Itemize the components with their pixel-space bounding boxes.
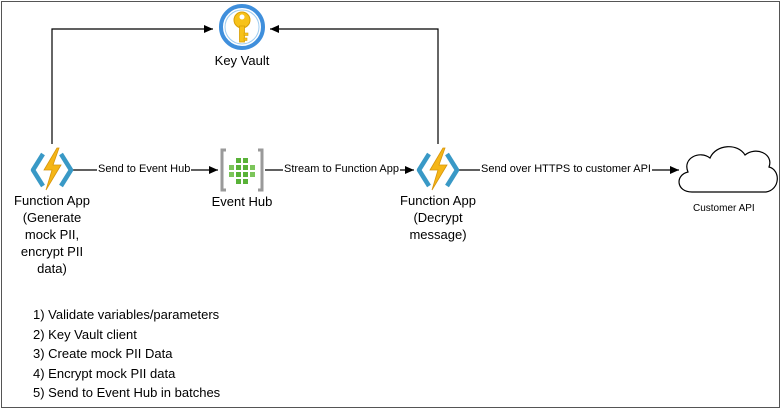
key-vault-label: Key Vault — [214, 53, 270, 68]
label-line: data) — [37, 261, 67, 276]
label-line: (Generate — [22, 210, 82, 225]
label-line: message) — [409, 227, 467, 242]
label-line: Function App — [14, 193, 90, 208]
function-app-2-label: Function App (Decrypt message) — [388, 192, 488, 243]
steps-list: 1) Validate variables/parameters 2) Key … — [33, 305, 220, 403]
cloud-icon — [678, 146, 778, 193]
edge-label-stream-to-function-app: Stream to Function App — [283, 163, 400, 176]
label-line: encrypt PII — [20, 244, 84, 259]
key-vault-icon — [219, 4, 265, 50]
list-item: 5) Send to Event Hub in batches — [33, 385, 221, 400]
label-line: Function App — [400, 193, 476, 208]
connector-fa2-to-keyvault — [270, 25, 439, 144]
label-line: mock PII, — [24, 227, 80, 242]
customer-api-label: Customer API — [693, 203, 755, 214]
function-app-icon — [416, 147, 460, 191]
event-hub-label: Event Hub — [211, 194, 273, 209]
function-app-icon — [30, 147, 74, 191]
label-line: (Decrypt — [413, 210, 463, 225]
edge-label-send-over-https: Send over HTTPS to customer API — [480, 163, 652, 176]
event-hub-icon — [220, 148, 264, 192]
list-item: 1) Validate variables/parameters — [33, 307, 220, 322]
list-item: 3) Create mock PII Data — [33, 346, 173, 361]
list-item: 4) Encrypt mock PII data — [33, 365, 176, 381]
connector-fa1-to-keyvault — [51, 25, 213, 144]
list-item: 2) Key Vault client — [33, 326, 137, 342]
function-app-1-label: Function App (Generate mock PII, encrypt… — [2, 192, 102, 277]
edge-label-send-to-event-hub: Send to Event Hub — [97, 163, 192, 176]
